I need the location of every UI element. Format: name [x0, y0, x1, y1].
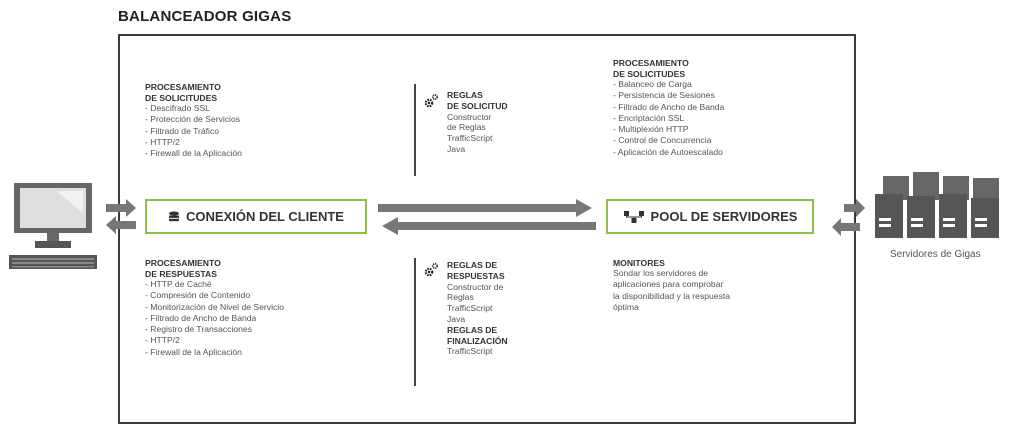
list-item: Constructor de [447, 281, 504, 292]
list-item: - Compresión de Contenido [145, 290, 251, 301]
gear-icon [423, 262, 439, 283]
list-item: - HTTP/2 [145, 136, 180, 147]
request-processing-right: PROCESAMIENTO DE SOLICITUDES - Balanceo … [613, 58, 724, 158]
request-processing-right-list: - Balanceo de Carga - Persistencia de Se… [613, 79, 724, 158]
list-item: Java [447, 143, 466, 154]
request-rules: REGLAS DE SOLICITUD Constructor de Regla… [447, 90, 508, 155]
arrow-right [378, 199, 592, 217]
response-rules: REGLAS DE RESPUESTAS Constructor de Regl… [447, 260, 508, 357]
list-item: TrafficScript [447, 303, 493, 314]
gear-icon [423, 93, 439, 114]
server-pool-label: POOL DE SERVIDORES [650, 209, 798, 224]
computer-icon [9, 183, 97, 269]
monitors-title: MONITORES [613, 258, 665, 268]
server-pool-box: POOL DE SERVIDORES [606, 199, 814, 234]
divider-top [414, 84, 416, 176]
client-connection-box: CONEXIÓN DEL CLIENTE [145, 199, 367, 234]
servers-caption: Servidores de Gigas [890, 249, 981, 260]
finalization-rules-title: REGLAS DE FINALIZACIÓN [447, 324, 508, 346]
page-title: BALANCEADOR GIGAS [118, 8, 292, 25]
server-arrows [832, 199, 865, 236]
list-item: - Aplicación de Autoescalado [613, 146, 723, 157]
list-item: - Persistencia de Sesiones [613, 90, 715, 101]
list-item: - Encriptación SSL [613, 112, 685, 123]
list-item: TrafficScript [447, 346, 493, 357]
arrow-left [106, 216, 136, 234]
request-processing-left-title: PROCESAMIENTO DE SOLICITUDES [145, 82, 221, 103]
list-item: - Descifrado SSL [145, 103, 210, 113]
list-item: - Multiplexión HTTP [613, 124, 689, 135]
monitors-text: Sondar los servidores de aplicaciones pa… [613, 268, 731, 312]
servers-icon [875, 172, 999, 238]
network-icon [623, 210, 644, 223]
arrow-right [844, 199, 865, 217]
traffic-arrows [378, 199, 596, 235]
arrow-right [106, 199, 136, 217]
list-item: - HTTP de Caché [145, 279, 212, 289]
response-processing: PROCESAMIENTO DE RESPUESTAS - HTTP de Ca… [145, 258, 284, 358]
response-rules-title: REGLAS DE RESPUESTAS [447, 260, 505, 281]
request-processing-left-list: - Descifrado SSL - Protección de Servici… [145, 103, 242, 159]
list-item: - Balanceo de Carga [613, 79, 692, 89]
list-item: TrafficScript [447, 133, 493, 144]
list-item: - HTTP/2 [145, 335, 180, 346]
list-item: - Filtrado de Ancho de Banda [613, 101, 725, 112]
list-item: - Firewall de la Aplicación [145, 148, 242, 159]
database-icon [169, 211, 180, 221]
arrow-left [382, 217, 596, 235]
list-item: Constructor [447, 111, 492, 122]
list-item: - Filtrado de Tráfico [145, 125, 220, 136]
request-processing-left: PROCESAMIENTO DE SOLICITUDES - Descifrad… [145, 82, 242, 159]
list-item: - Filtrado de Ancho de Banda [145, 312, 257, 323]
list-item: - Registro de Transacciones [145, 324, 252, 335]
list-item: - Control de Concurrencia [613, 135, 712, 146]
list-item: Java [447, 313, 466, 324]
arrow-left [832, 218, 860, 236]
response-processing-list: - HTTP de Caché - Compresión de Contenid… [145, 279, 284, 358]
response-processing-title: PROCESAMIENTO DE RESPUESTAS [145, 258, 221, 279]
list-item: de Reglas [447, 122, 486, 133]
monitors: MONITORES Sondar los servidores de aplic… [613, 258, 730, 313]
request-processing-right-title: PROCESAMIENTO DE SOLICITUDES [613, 58, 689, 79]
request-rules-title: REGLAS DE SOLICITUD [447, 90, 508, 111]
list-item: - Firewall de la Aplicación [145, 346, 242, 357]
client-arrows [106, 199, 136, 234]
list-item: Reglas [447, 292, 474, 303]
list-item: - Monitorización de Nivel de Servicio [145, 301, 284, 312]
divider-bottom [414, 258, 416, 386]
list-item: - Protección de Servicios [145, 114, 241, 125]
client-connection-label: CONEXIÓN DEL CLIENTE [186, 209, 344, 224]
